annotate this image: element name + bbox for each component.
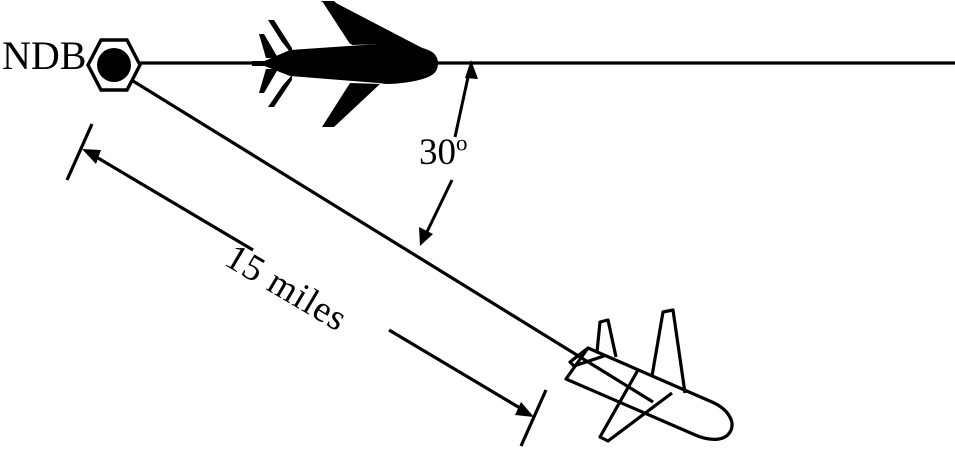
ndb-station-icon: [86, 38, 142, 92]
angle-arrow-upper: [453, 60, 478, 138]
distance-dimension: [65, 123, 548, 447]
airplane-silhouette-icon: [252, 1, 438, 127]
ndb-label: NDB: [2, 33, 87, 78]
angle-arrow-lower: [419, 179, 454, 246]
degree-symbol: o: [456, 130, 468, 156]
beacon-dot-icon: [97, 48, 131, 82]
radial-line: [132, 79, 654, 404]
airplane-outline-icon: [564, 308, 734, 443]
dimension-tick-right: [519, 389, 548, 447]
angle-label: 30o: [419, 130, 468, 173]
dimension-tick-left: [65, 123, 94, 181]
angle-value: 30: [419, 132, 456, 173]
